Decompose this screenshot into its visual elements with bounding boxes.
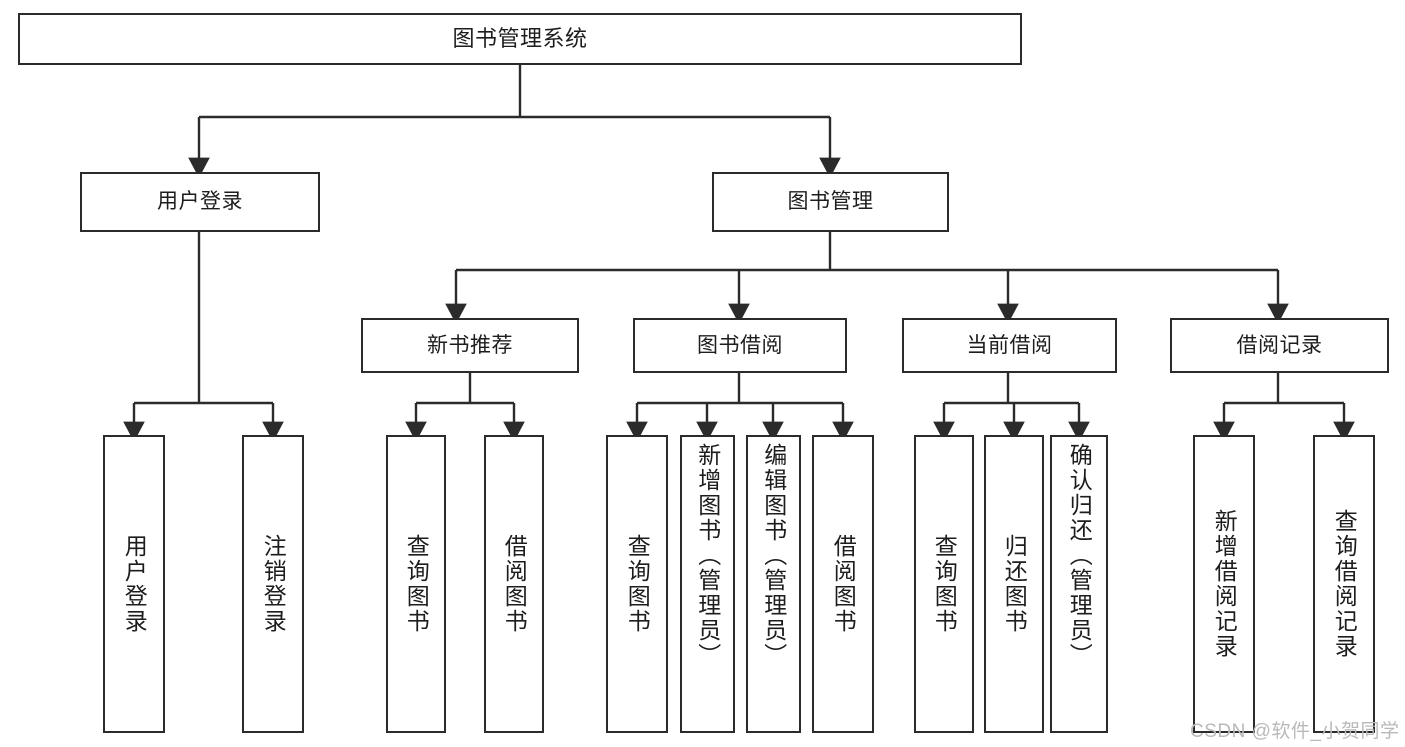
- leaf-query-book-borrow[interactable]: 查询图书: [606, 435, 668, 733]
- node-label: 新增借阅记录: [1211, 509, 1238, 659]
- node-label: 查询图书: [624, 534, 651, 634]
- node-label: 查询图书: [403, 534, 430, 634]
- node-label: 归还图书: [1001, 534, 1028, 634]
- node-label: 查询借阅记录: [1331, 509, 1358, 659]
- leaf-query-book-current[interactable]: 查询图书: [914, 435, 974, 733]
- node-label: 借阅记录: [1236, 333, 1323, 357]
- leaf-edit-book-admin[interactable]: 编辑图书（管理员）: [746, 435, 801, 733]
- node-label: 图书借阅: [697, 333, 783, 357]
- leaf-borrow-book-recommend[interactable]: 借阅图书: [484, 435, 544, 733]
- node-user-login[interactable]: 用户登录: [80, 172, 320, 232]
- node-label: 当前借阅: [966, 333, 1053, 357]
- node-book-borrow[interactable]: 图书借阅: [633, 318, 847, 373]
- node-label: 用户登录: [157, 190, 243, 214]
- leaf-user-login[interactable]: 用户登录: [103, 435, 165, 733]
- leaf-add-borrow-record[interactable]: 新增借阅记录: [1193, 435, 1255, 733]
- node-label: 图书管理: [787, 190, 874, 214]
- leaf-user-logout[interactable]: 注销登录: [242, 435, 304, 733]
- leaf-return-book[interactable]: 归还图书: [984, 435, 1044, 733]
- leaf-query-book-recommend[interactable]: 查询图书: [386, 435, 446, 733]
- node-root-system[interactable]: 图书管理系统: [18, 13, 1022, 65]
- node-label: 确认归还（管理员）: [1066, 443, 1093, 668]
- node-label: 借阅图书: [830, 534, 857, 634]
- node-label: 借阅图书: [501, 534, 528, 634]
- node-label: 注销登录: [260, 534, 287, 634]
- leaf-confirm-return-admin[interactable]: 确认归还（管理员）: [1050, 435, 1108, 733]
- leaf-query-borrow-record[interactable]: 查询借阅记录: [1313, 435, 1375, 733]
- node-borrow-record[interactable]: 借阅记录: [1170, 318, 1389, 373]
- node-book-management[interactable]: 图书管理: [712, 172, 949, 232]
- csdn-watermark: CSDN @软件_小贺同学: [1190, 721, 1400, 742]
- node-label: 新书推荐: [427, 333, 513, 357]
- node-label: 新增图书（管理员）: [694, 443, 721, 668]
- node-label: 查询图书: [931, 534, 958, 634]
- node-label: 编辑图书（管理员）: [760, 443, 787, 668]
- node-current-borrow[interactable]: 当前借阅: [902, 318, 1117, 373]
- leaf-add-book-admin[interactable]: 新增图书（管理员）: [680, 435, 735, 733]
- leaf-borrow-book[interactable]: 借阅图书: [812, 435, 874, 733]
- node-new-book-recommend[interactable]: 新书推荐: [361, 318, 579, 373]
- node-label: 图书管理系统: [452, 25, 588, 51]
- node-label: 用户登录: [121, 534, 148, 634]
